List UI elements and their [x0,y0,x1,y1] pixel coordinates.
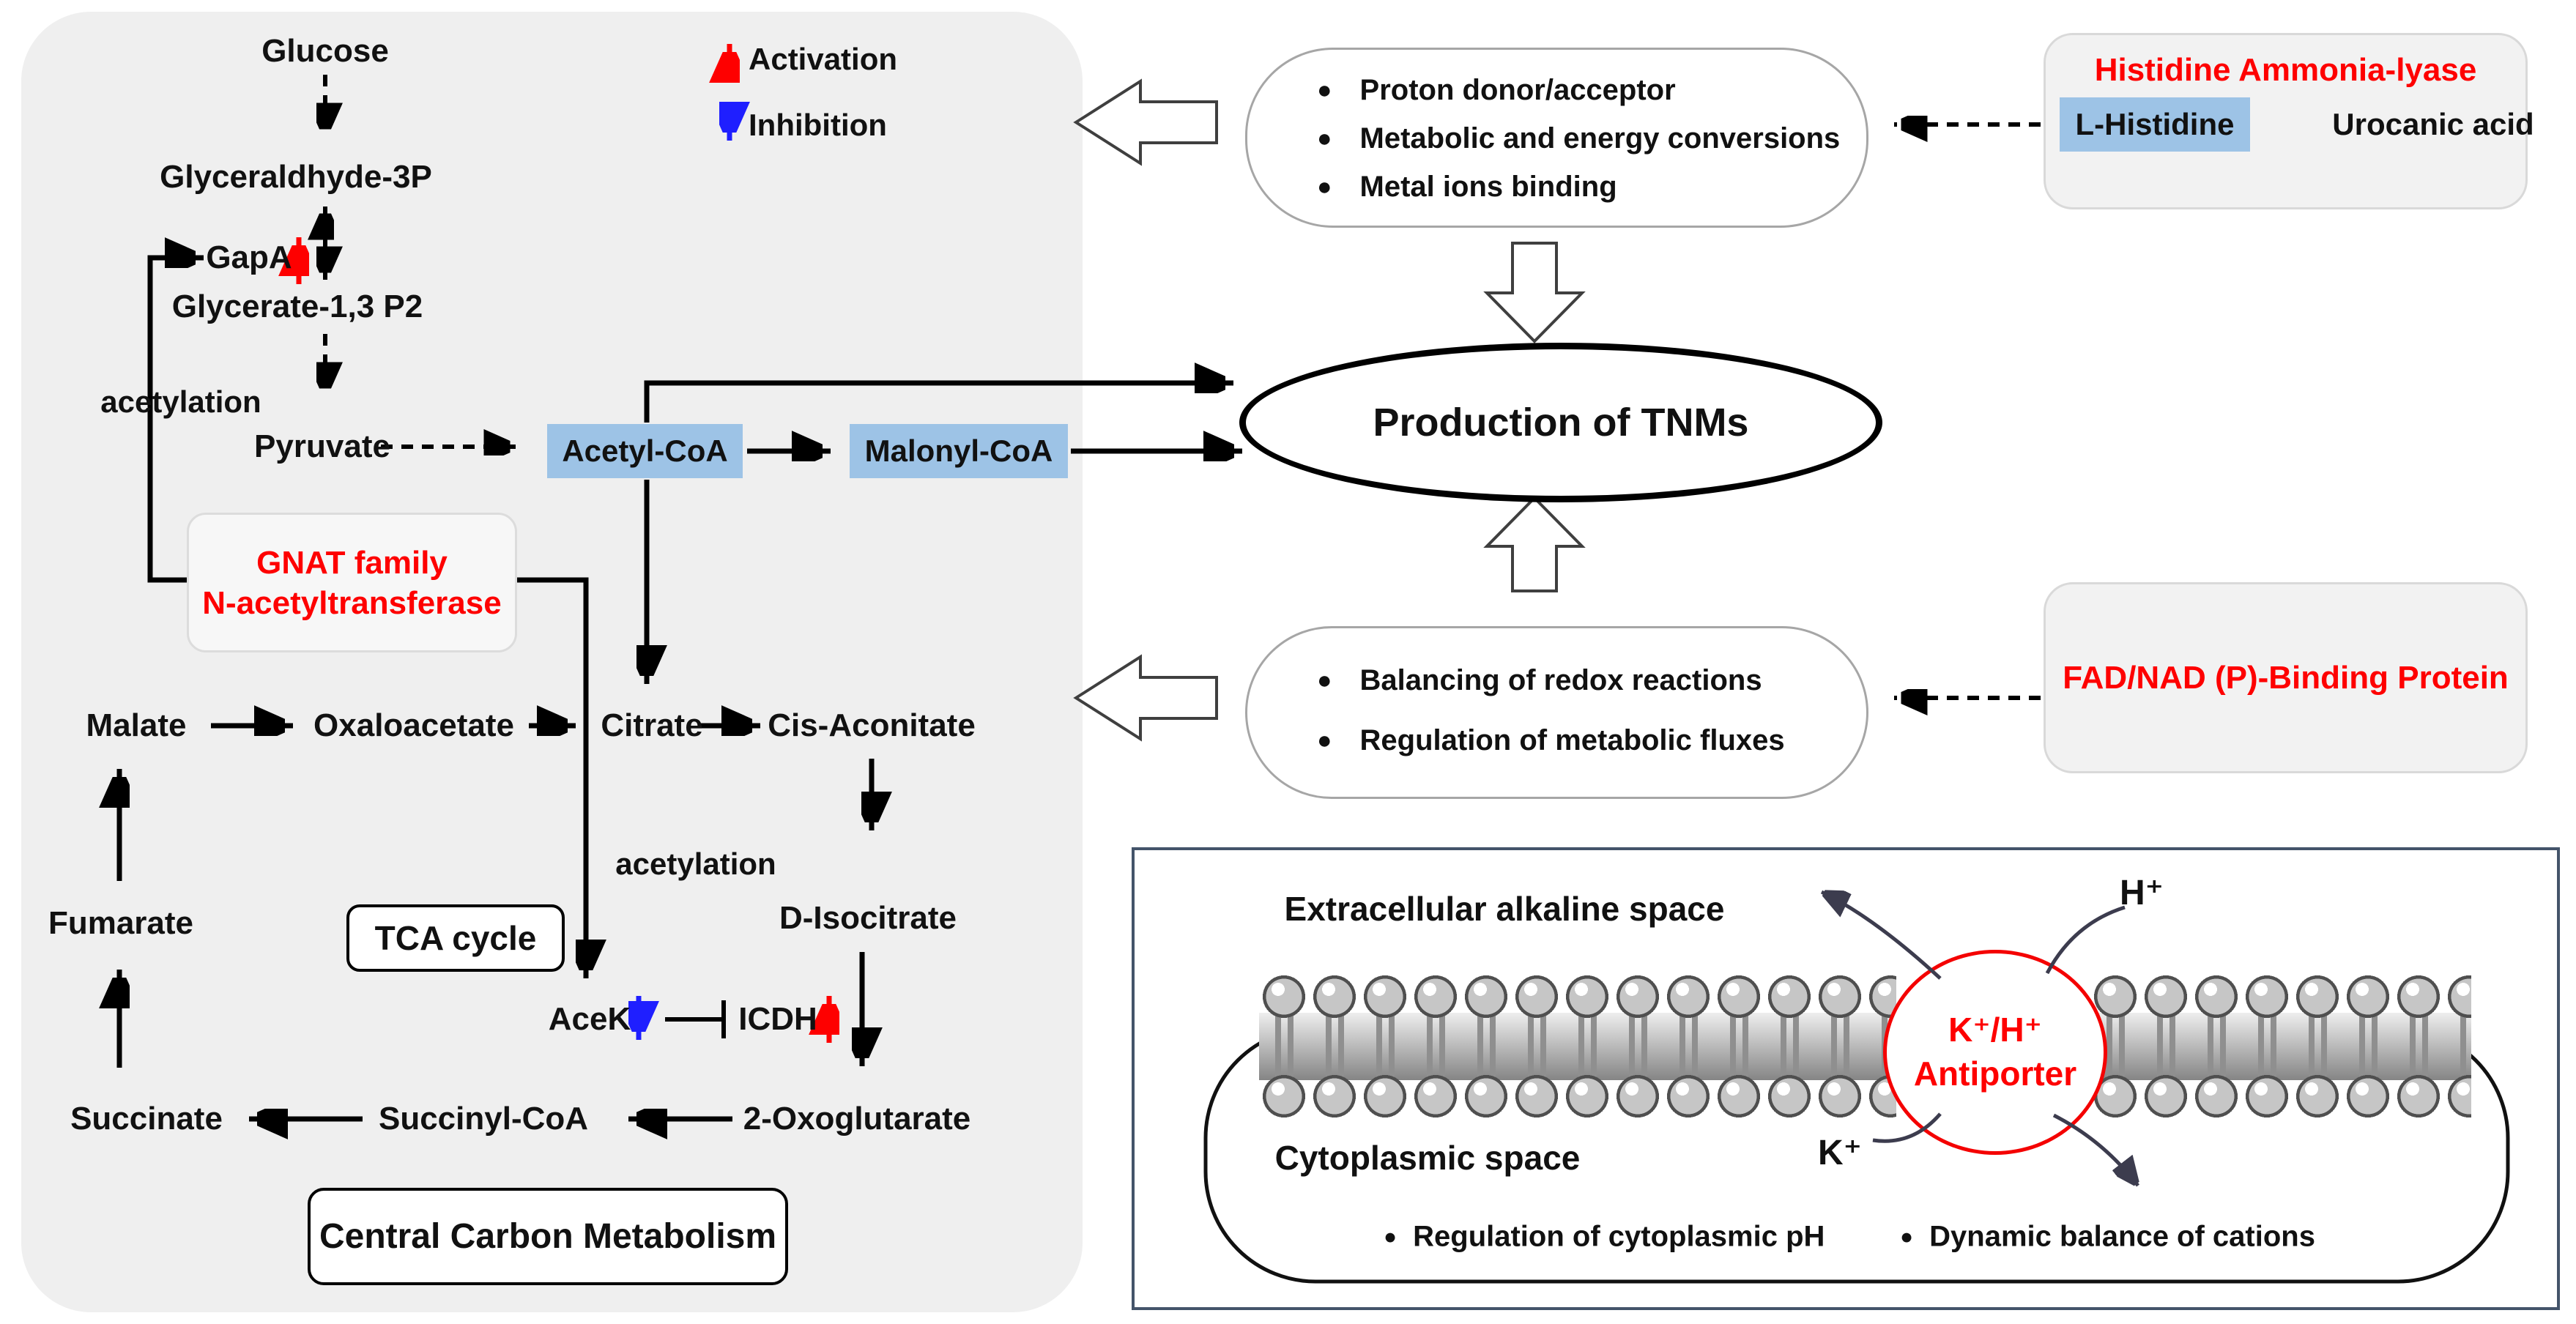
node-malate: Malate [86,707,187,743]
bullet-icon: ● [1317,172,1332,201]
label-acetylation-glycolysis: acetylation [100,384,261,419]
lipid-tails-bottom [2090,1045,2471,1077]
node-citrate: Citrate [601,707,703,743]
fad-title: FAD/NAD (P)-Binding Protein [2063,659,2509,696]
gnat-acetyltransferase-box: GNAT family N-acetyltransferase [187,513,517,652]
bullet-icon: ● [1317,666,1332,694]
k-influx-curve [1872,1112,1942,1143]
node-acek: AceK [548,1001,631,1037]
fad-nad-binding-protein-box: FAD/NAD (P)-Binding Protein [2044,582,2528,773]
block-arrow-up [1483,496,1586,592]
node-cis-aconitate: Cis-Aconitate [768,707,976,743]
membrane-bullet-2-text: Dynamic balance of cations [1929,1220,2315,1253]
lipid-heads-top [1259,973,1896,1020]
label-h-ion: H⁺ [2120,874,2164,912]
node-oxaloacetate: Oxaloacetate [313,707,514,743]
pill1-item-3: ● Metal ions binding [1317,163,1617,211]
gnat-line2: N-acetyltransferase [202,584,502,621]
pill1-item-1-text: Proton donor/acceptor [1359,73,1676,106]
ion-flow-layer [1135,850,2557,1307]
lipid-tails-top [2090,1016,2471,1048]
lipid-heads-top [2090,973,2471,1020]
pill1-item-2-text: Metabolic and energy conversions [1359,122,1841,155]
histidine-functions-pill: ● Proton donor/acceptor ● Metabolic and … [1245,48,1868,228]
node-fumarate: Fumarate [48,905,194,941]
bullet-icon: ● [1317,726,1332,754]
acek-inhibits-icdh-tbar [665,1000,726,1038]
node-glycerate: Glycerate-1,3 P2 [171,289,423,324]
membrane-segment-left [1259,973,1896,1120]
k-efflux-arrow [1822,892,1942,980]
pill1-item-2: ● Metabolic and energy conversions [1317,114,1840,163]
bullet-icon: ● [1900,1224,1914,1249]
node-d-isocitrate: D-Isocitrate [779,900,957,936]
membrane-bullet-1: ● Regulation of cytoplasmic pH [1384,1221,1825,1254]
node-pyruvate: Pyruvate [254,428,390,464]
legend-activation-label: Activation [749,42,898,76]
lipid-heads-bottom [2090,1073,2471,1120]
pill1-item-1: ● Proton donor/acceptor [1317,66,1676,114]
membrane-bullet-2: ● Dynamic balance of cations [1900,1221,2315,1254]
label-k-ion: K⁺ [1818,1134,1862,1172]
node-acetyl-coa: Acetyl-CoA [547,424,743,478]
node-urocanic-acid: Urocanic acid [2332,107,2534,141]
antiporter-line2: Antiporter [1913,1055,2077,1093]
pill2-item-2-text: Regulation of metabolic fluxes [1359,724,1785,756]
central-carbon-panel [21,12,1083,1312]
bullet-icon: ● [1317,124,1332,152]
histidine-title: Histidine Ammonia-lyase [2094,52,2477,88]
block-arrow-left-bottom [1073,654,1218,742]
block-arrow-down [1483,242,1586,343]
tca-cycle-box: TCA cycle [346,904,565,972]
label-acetylation-tca: acetylation [615,847,776,881]
kh-antiporter-ellipse: K⁺/H⁺ Antiporter [1883,950,2107,1155]
lipid-tails-top [1259,1016,1896,1048]
label-extracellular-space: Extracellular alkaline space [1284,890,1725,928]
gnat-acetylation-line-acek [513,577,586,978]
pill2-item-2: ● Regulation of metabolic fluxes [1317,716,1785,765]
bullet-icon: ● [1384,1224,1398,1249]
node-l-histidine: L-Histidine [2060,97,2250,152]
node-succinyl-coa: Succinyl-CoA [378,1101,589,1137]
label-cytoplasmic-space: Cytoplasmic space [1274,1139,1581,1177]
antiporter-line1: K⁺/H⁺ [1948,1011,2042,1049]
node-malonyl-coa: Malonyl-CoA [850,424,1068,478]
legend-inhibition-label: Inhibition [749,108,887,142]
arrow-acetyl-tnm [644,383,1233,423]
node-glucose: Glucose [261,33,389,69]
node-2-oxoglutarate: 2-Oxoglutarate [743,1101,971,1137]
h-release-arrow [2052,1113,2138,1186]
node-icdh: ICDH [738,1001,817,1037]
block-arrow-left-top [1073,78,1218,166]
gnat-acetylation-loop-gapa [147,258,204,583]
membrane-bullet-1-text: Regulation of cytoplasmic pH [1413,1220,1825,1253]
h-influx-curve [2045,905,2126,975]
histidine-ammonia-lyase-box: Histidine Ammonia-lyase [2044,33,2528,209]
node-succinate: Succinate [70,1101,223,1137]
membrane-segment-right [2090,973,2471,1120]
pill2-item-1-text: Balancing of redox reactions [1359,663,1762,696]
pill1-item-3-text: Metal ions binding [1359,170,1617,203]
gnat-line1: GNAT family [256,544,448,581]
lipid-heads-bottom [1259,1073,1896,1120]
fad-functions-pill: ● Balancing of redox reactions ● Regulat… [1245,626,1868,799]
antiporter-panel: K⁺/H⁺ Antiporter Extracellular alkaline … [1132,847,2560,1310]
central-carbon-metabolism-box: Central Carbon Metabolism [308,1188,788,1285]
lipid-tails-bottom [1259,1045,1896,1077]
pill2-item-1: ● Balancing of redox reactions [1317,656,1762,704]
production-of-tnms-ellipse: Production of TNMs [1239,343,1882,502]
node-glyceraldhyde-3p: Glyceraldhyde-3P [160,159,432,195]
node-gapa: GapA [206,239,292,275]
bullet-icon: ● [1317,75,1332,104]
